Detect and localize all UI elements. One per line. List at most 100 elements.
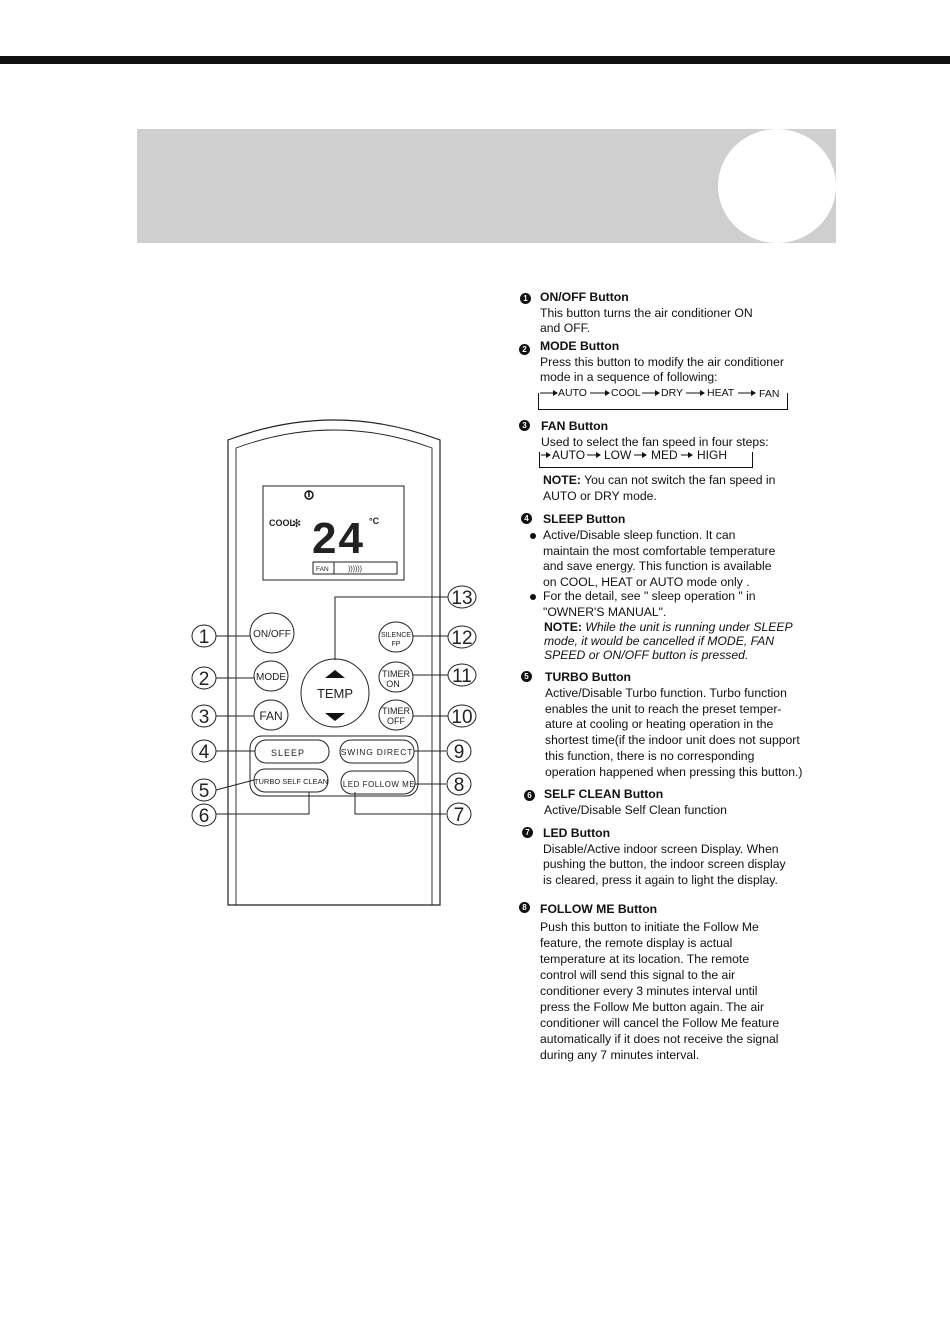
- turbo-line: Active/Disable Turbo function. Turbo fun…: [545, 685, 787, 700]
- sleep-line: Active/Disable sleep function. It can: [543, 528, 736, 542]
- svg-text:ON: ON: [386, 679, 400, 689]
- followme-line: conditioner will cancel the Follow Me fe…: [540, 1016, 780, 1030]
- fan-sequence-loop: [539, 452, 753, 468]
- followme-line: conditioner every 3 minutes interval unt…: [540, 984, 758, 998]
- svg-text:SWING DIRECT: SWING DIRECT: [341, 747, 413, 757]
- turbo-self-clean-button[interactable]: TURBO SELF CLEAN: [253, 768, 329, 793]
- followme-line: Push this button to initiate the Follow …: [540, 920, 759, 934]
- banner-circle: [718, 129, 836, 243]
- onoff-line: This button turns the air conditioner ON: [540, 305, 753, 320]
- item-number-badge: 3: [519, 420, 530, 431]
- followme-description: FOLLOW ME Button Push this button to ini…: [540, 901, 779, 1063]
- sleep-note-line: SPEED or ON/OFF button is pressed.: [544, 648, 749, 662]
- mode-button[interactable]: MODE: [253, 660, 289, 692]
- lcd-temperature: 24: [312, 514, 365, 563]
- fan-note-line: You can not switch the fan speed in: [584, 473, 776, 487]
- callout-4: 4: [191, 739, 217, 763]
- svg-text:5: 5: [199, 781, 210, 802]
- sleep-line: and save energy. This function is availa…: [543, 559, 772, 573]
- sleep-button[interactable]: SLEEP: [254, 739, 330, 764]
- temp-down-icon: [325, 713, 345, 721]
- svg-text:4: 4: [199, 742, 210, 763]
- svg-text:10: 10: [451, 707, 472, 728]
- callout-13: 13: [447, 585, 477, 609]
- item-number-badge: 8: [519, 902, 530, 913]
- svg-text:LED FOLLOW ME: LED FOLLOW ME: [343, 780, 415, 789]
- fan-button[interactable]: FAN: [253, 699, 289, 731]
- selfclean-line: Active/Disable Self Clean function: [544, 802, 727, 817]
- turbo-line: enables the unit to reach the preset tem…: [545, 701, 782, 716]
- svg-text:TIMER: TIMER: [382, 669, 410, 679]
- mode-seq-heat: HEAT: [707, 387, 735, 399]
- callout-2: 2: [191, 666, 217, 690]
- onoff-button[interactable]: ON/OFF: [249, 612, 295, 654]
- mode-title: MODE Button: [540, 339, 620, 353]
- item-number-badge: 4: [521, 513, 532, 524]
- section-banner: [137, 129, 836, 243]
- callout-8: 8: [446, 772, 472, 796]
- timer-off-button[interactable]: TIMER OFF: [378, 699, 414, 731]
- onoff-title: ON/OFF Button: [540, 290, 629, 304]
- fan-title: FAN Button: [541, 419, 609, 433]
- onoff-description: ON/OFF Button This button turns the air …: [540, 290, 753, 337]
- svg-text:OFF: OFF: [387, 716, 405, 726]
- mode-seq-cool: COOL: [611, 387, 641, 399]
- svg-text:MODE: MODE: [256, 672, 286, 683]
- mode-line: mode in a sequence of following:: [540, 370, 718, 384]
- followme-line: press the Follow Me button again. The ai…: [540, 1000, 765, 1014]
- temp-up-icon: [325, 670, 345, 678]
- fan-line: Used to select the fan speed in four ste…: [541, 434, 769, 449]
- sleep-line: on COOL, HEAT or AUTO mode only .: [543, 574, 750, 589]
- led-line: is cleared, press it again to light the …: [543, 872, 778, 887]
- snowflake-icon: ✻: [292, 518, 301, 530]
- fan-description: FAN Button Used to select the fan speed …: [541, 419, 769, 450]
- sleep-note-line: mode, it would be cancelled if MODE, FAN: [544, 634, 775, 648]
- mode-seq-dry: DRY: [661, 387, 683, 399]
- turbo-line: operation happened when pressing this bu…: [545, 764, 803, 779]
- fan-note-label: NOTE:: [543, 473, 581, 487]
- temp-button[interactable]: TEMP: [300, 658, 370, 728]
- callout-lines: [215, 596, 448, 815]
- bullet-dot: [530, 533, 536, 539]
- sleep-line: "OWNER'S MANUAL".: [543, 604, 667, 619]
- led-description: LED Button Disable/Active indoor screen …: [543, 826, 786, 888]
- sleep-note-line: While the unit is running under SLEEP: [585, 620, 793, 634]
- item-number-badge: 5: [521, 671, 532, 682]
- swing-direct-button[interactable]: SWING DIRECT: [339, 739, 415, 764]
- selfclean-title: SELF CLEAN Button: [544, 787, 664, 801]
- silence-fp-button[interactable]: SILENCE FP: [378, 621, 414, 653]
- sleep-line: For the detail, see " sleep operation " …: [543, 589, 756, 603]
- followme-line: control will send this signal to the air: [540, 968, 736, 982]
- svg-text:SILENCE: SILENCE: [381, 632, 411, 639]
- callout-12: 12: [447, 625, 477, 649]
- led-follow-me-button[interactable]: LED FOLLOW ME: [340, 770, 416, 795]
- svg-text:13: 13: [451, 588, 472, 609]
- led-line: Disable/Active indoor screen Display. Wh…: [543, 841, 779, 856]
- mode-description: MODE Button Press this button to modify …: [540, 339, 784, 386]
- item-number-badge: 6: [524, 790, 535, 801]
- callout-9: 9: [446, 739, 472, 763]
- sleep-note: NOTE: While the unit is running under SL…: [544, 620, 793, 662]
- svg-text:8: 8: [454, 775, 465, 796]
- turbo-line: shortest time(if the indoor unit does no…: [545, 733, 800, 748]
- mode-seq-auto: AUTO: [558, 387, 587, 399]
- followme-line: during any 7 minutes interval.: [540, 1048, 700, 1062]
- turbo-line: this function, there is no corresponding: [545, 748, 755, 763]
- header-rule: [0, 56, 950, 64]
- fan-sequence: AUTO LOW MED HIGH: [541, 448, 727, 462]
- fan-note-line: AUTO or DRY mode.: [543, 488, 657, 503]
- svg-text:TIMER: TIMER: [382, 706, 410, 716]
- followme-title: FOLLOW ME Button: [540, 902, 658, 916]
- item-number-badge: 1: [520, 293, 531, 304]
- led-line: pushing the button, the indoor screen di…: [543, 857, 786, 871]
- timer-on-button[interactable]: TIMER ON: [378, 661, 414, 693]
- svg-text:FAN: FAN: [259, 709, 282, 723]
- callout-7: 7: [446, 802, 472, 826]
- mode-line: Press this button to modify the air cond…: [540, 354, 784, 369]
- led-title: LED Button: [543, 826, 611, 840]
- sleep-bullet-2: For the detail, see " sleep operation " …: [543, 589, 756, 620]
- fan-seq-high: HIGH: [697, 448, 727, 462]
- followme-line: temperature at its location. The remote: [540, 952, 750, 966]
- callout-11: 11: [447, 663, 477, 687]
- svg-text:3: 3: [199, 707, 210, 728]
